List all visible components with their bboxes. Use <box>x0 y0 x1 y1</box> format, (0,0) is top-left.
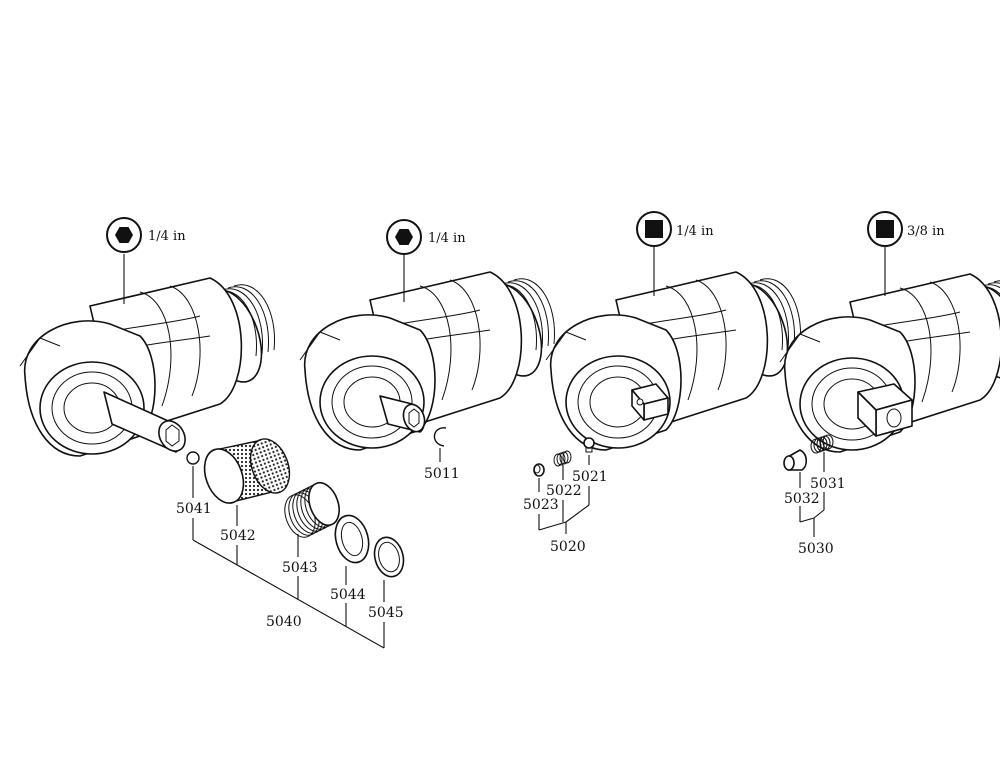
head-4-size-label: 3/8 in <box>907 224 945 239</box>
square-drive-tip <box>857 383 913 437</box>
part-label-5021: 5021 <box>572 469 608 485</box>
part-label-5011: 5011 <box>424 466 460 482</box>
hex-drive-icon <box>386 219 422 255</box>
angle-head-3: 1/4 in <box>545 211 802 451</box>
part-5032-pin <box>783 449 808 471</box>
part-5042-knurled-sleeve <box>203 438 291 504</box>
part-5044-washer <box>334 514 370 564</box>
part-label-5044: 5044 <box>330 587 366 603</box>
part-label-5045: 5045 <box>368 605 404 621</box>
assembly-label-5020: 5020 <box>550 539 586 555</box>
head-2-size-label: 1/4 in <box>428 231 466 246</box>
hex-socket-shaft <box>103 391 186 453</box>
part-5041-ball <box>186 451 200 465</box>
leader-lines-5030 <box>799 452 825 537</box>
part-label-5042: 5042 <box>220 528 256 544</box>
hex-socket-collet <box>379 395 426 433</box>
part-label-5041: 5041 <box>176 501 212 517</box>
angle-head-4: 3/8 in <box>779 211 1000 453</box>
part-5043-spring <box>284 481 340 538</box>
angle-head-2: 1/4 in <box>299 219 556 451</box>
part-5022-spring <box>553 450 572 467</box>
part-5023-pin <box>533 463 545 477</box>
part-label-5043: 5043 <box>282 560 318 576</box>
part-5031-spring <box>810 434 834 454</box>
square-drive-icon <box>867 211 903 247</box>
part-label-5022: 5022 <box>546 483 582 499</box>
leader-lines-5040 <box>192 466 385 649</box>
square-drive-tip <box>631 383 669 421</box>
head-3-size-label: 1/4 in <box>676 224 714 239</box>
part-5011-snap-ring <box>433 427 447 447</box>
leader-lines-5020 <box>538 455 590 534</box>
head-1-size-label: 1/4 in <box>148 229 186 244</box>
part-5021-detent-ball <box>583 437 595 453</box>
assembly-label-5040: 5040 <box>266 614 302 630</box>
angle-head-1: 1/4 in <box>19 217 276 457</box>
square-drive-icon <box>636 211 672 247</box>
part-label-5031: 5031 <box>810 476 846 492</box>
part-label-5023: 5023 <box>523 497 559 513</box>
part-5045-retaining-ring <box>373 536 405 578</box>
assembly-label-5030: 5030 <box>798 541 834 557</box>
part-label-5032: 5032 <box>784 491 820 507</box>
hex-drive-icon <box>106 217 142 253</box>
